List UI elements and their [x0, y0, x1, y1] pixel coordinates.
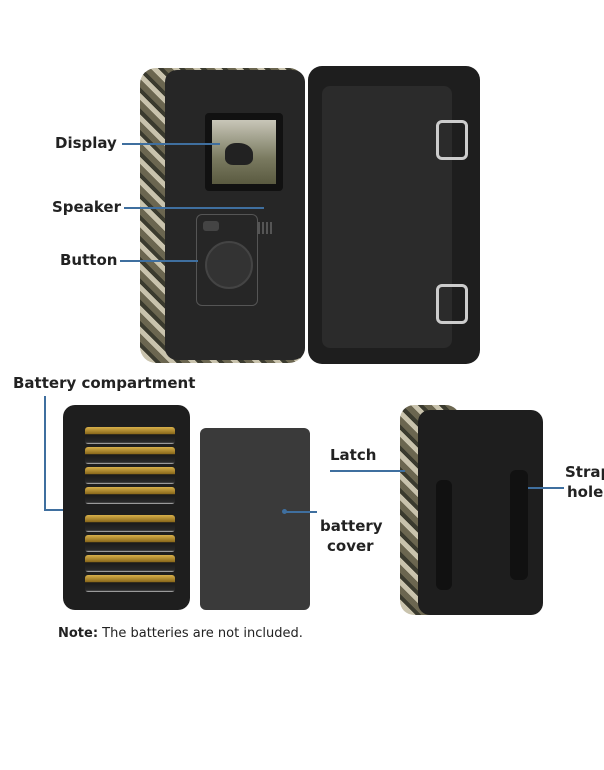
note-prefix: Note: — [58, 626, 99, 641]
display-screen — [205, 113, 283, 191]
label-button: Button — [60, 251, 118, 269]
label-strap-hole-1: Strap — [565, 463, 604, 481]
note-text: The batteries are not included. — [98, 626, 303, 641]
strap-channel-left — [436, 480, 452, 590]
battery — [85, 427, 175, 444]
note: Note: The batteries are not included. — [58, 626, 303, 641]
label-speaker: Speaker — [52, 198, 121, 216]
callout-line-battery-vertical — [44, 396, 46, 510]
callout-line-button — [120, 260, 198, 262]
battery — [85, 575, 175, 592]
speaker-grille — [258, 222, 274, 234]
battery — [85, 535, 175, 552]
menu-button[interactable] — [203, 221, 219, 231]
battery-compartment — [63, 405, 190, 610]
battery — [85, 467, 175, 484]
label-battery-compartment: Battery compartment — [13, 374, 196, 392]
battery-cover — [200, 428, 310, 610]
camera-closed-back — [418, 410, 543, 615]
battery — [85, 447, 175, 464]
callout-dot-battery-cover — [282, 509, 287, 514]
button-panel — [196, 214, 258, 306]
battery — [85, 515, 175, 532]
battery — [85, 555, 175, 572]
callout-line-strap-hole — [528, 487, 564, 489]
strap-channel-right — [510, 470, 528, 580]
label-latch: Latch — [330, 446, 377, 464]
battery — [85, 487, 175, 504]
strap-loop-top — [436, 120, 468, 160]
callout-line-battery-cover — [285, 511, 317, 513]
strap-loop-bottom — [436, 284, 468, 324]
label-battery-cover-1: battery — [320, 517, 383, 535]
callout-line-speaker — [124, 207, 264, 209]
door-inner-recess — [322, 86, 452, 348]
label-strap-hole-2: hole — [567, 483, 604, 501]
label-battery-cover-2: cover — [327, 537, 374, 555]
callout-line-latch — [330, 470, 405, 472]
label-display: Display — [55, 134, 117, 152]
callout-line-display — [122, 143, 220, 145]
camera-door — [308, 66, 480, 364]
dpad-button[interactable] — [205, 241, 253, 289]
boar-silhouette — [225, 143, 253, 165]
